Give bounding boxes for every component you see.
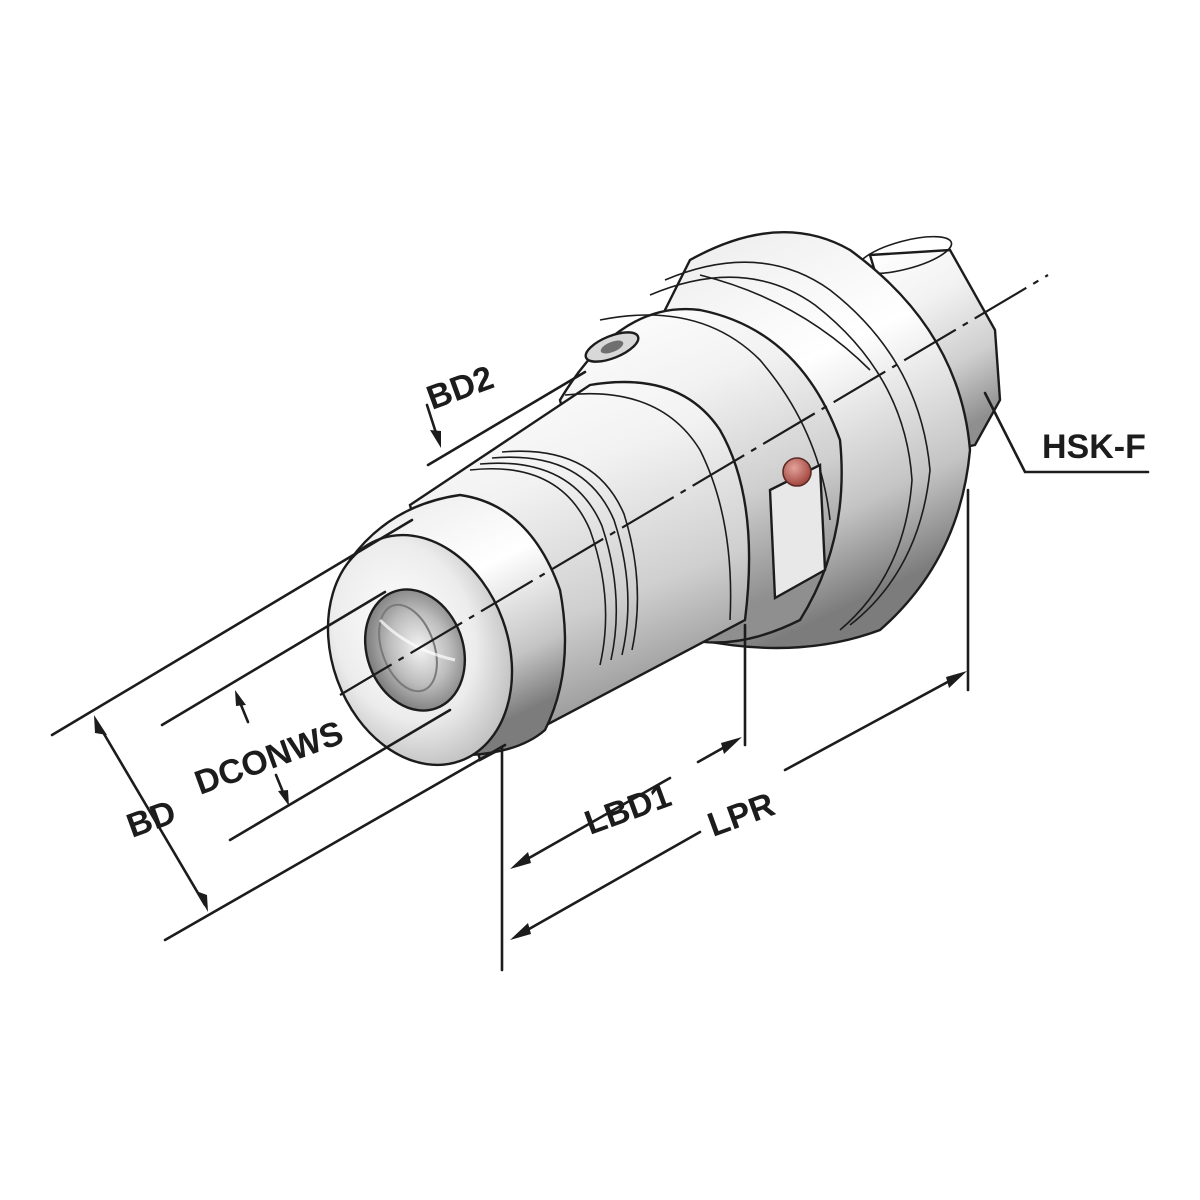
bd2-dimension <box>425 370 587 467</box>
lpr-dimension <box>510 671 967 940</box>
center-axis <box>339 274 1049 696</box>
dconws-dimension <box>235 690 289 806</box>
length-extension-lines <box>500 488 970 972</box>
label-bd2: BD2 <box>422 359 499 418</box>
grooves <box>469 450 639 666</box>
tool-holder-body <box>326 231 1002 767</box>
bd-dimension <box>94 715 208 912</box>
label-bd: BD <box>122 793 181 846</box>
set-screw <box>584 331 640 363</box>
label-dconws: DCONWS <box>190 714 349 803</box>
label-lbd1: LBD1 <box>580 776 676 842</box>
hsk-leader <box>983 391 1150 474</box>
clamping-flat <box>768 457 827 600</box>
pin <box>782 457 812 487</box>
lbd1-dimension <box>510 737 742 869</box>
label-lpr: LPR <box>703 786 780 845</box>
label-hsk-f: HSK-F <box>1042 428 1146 466</box>
dconws-extension-lines <box>160 590 452 842</box>
bd-extension-lines <box>50 518 507 942</box>
